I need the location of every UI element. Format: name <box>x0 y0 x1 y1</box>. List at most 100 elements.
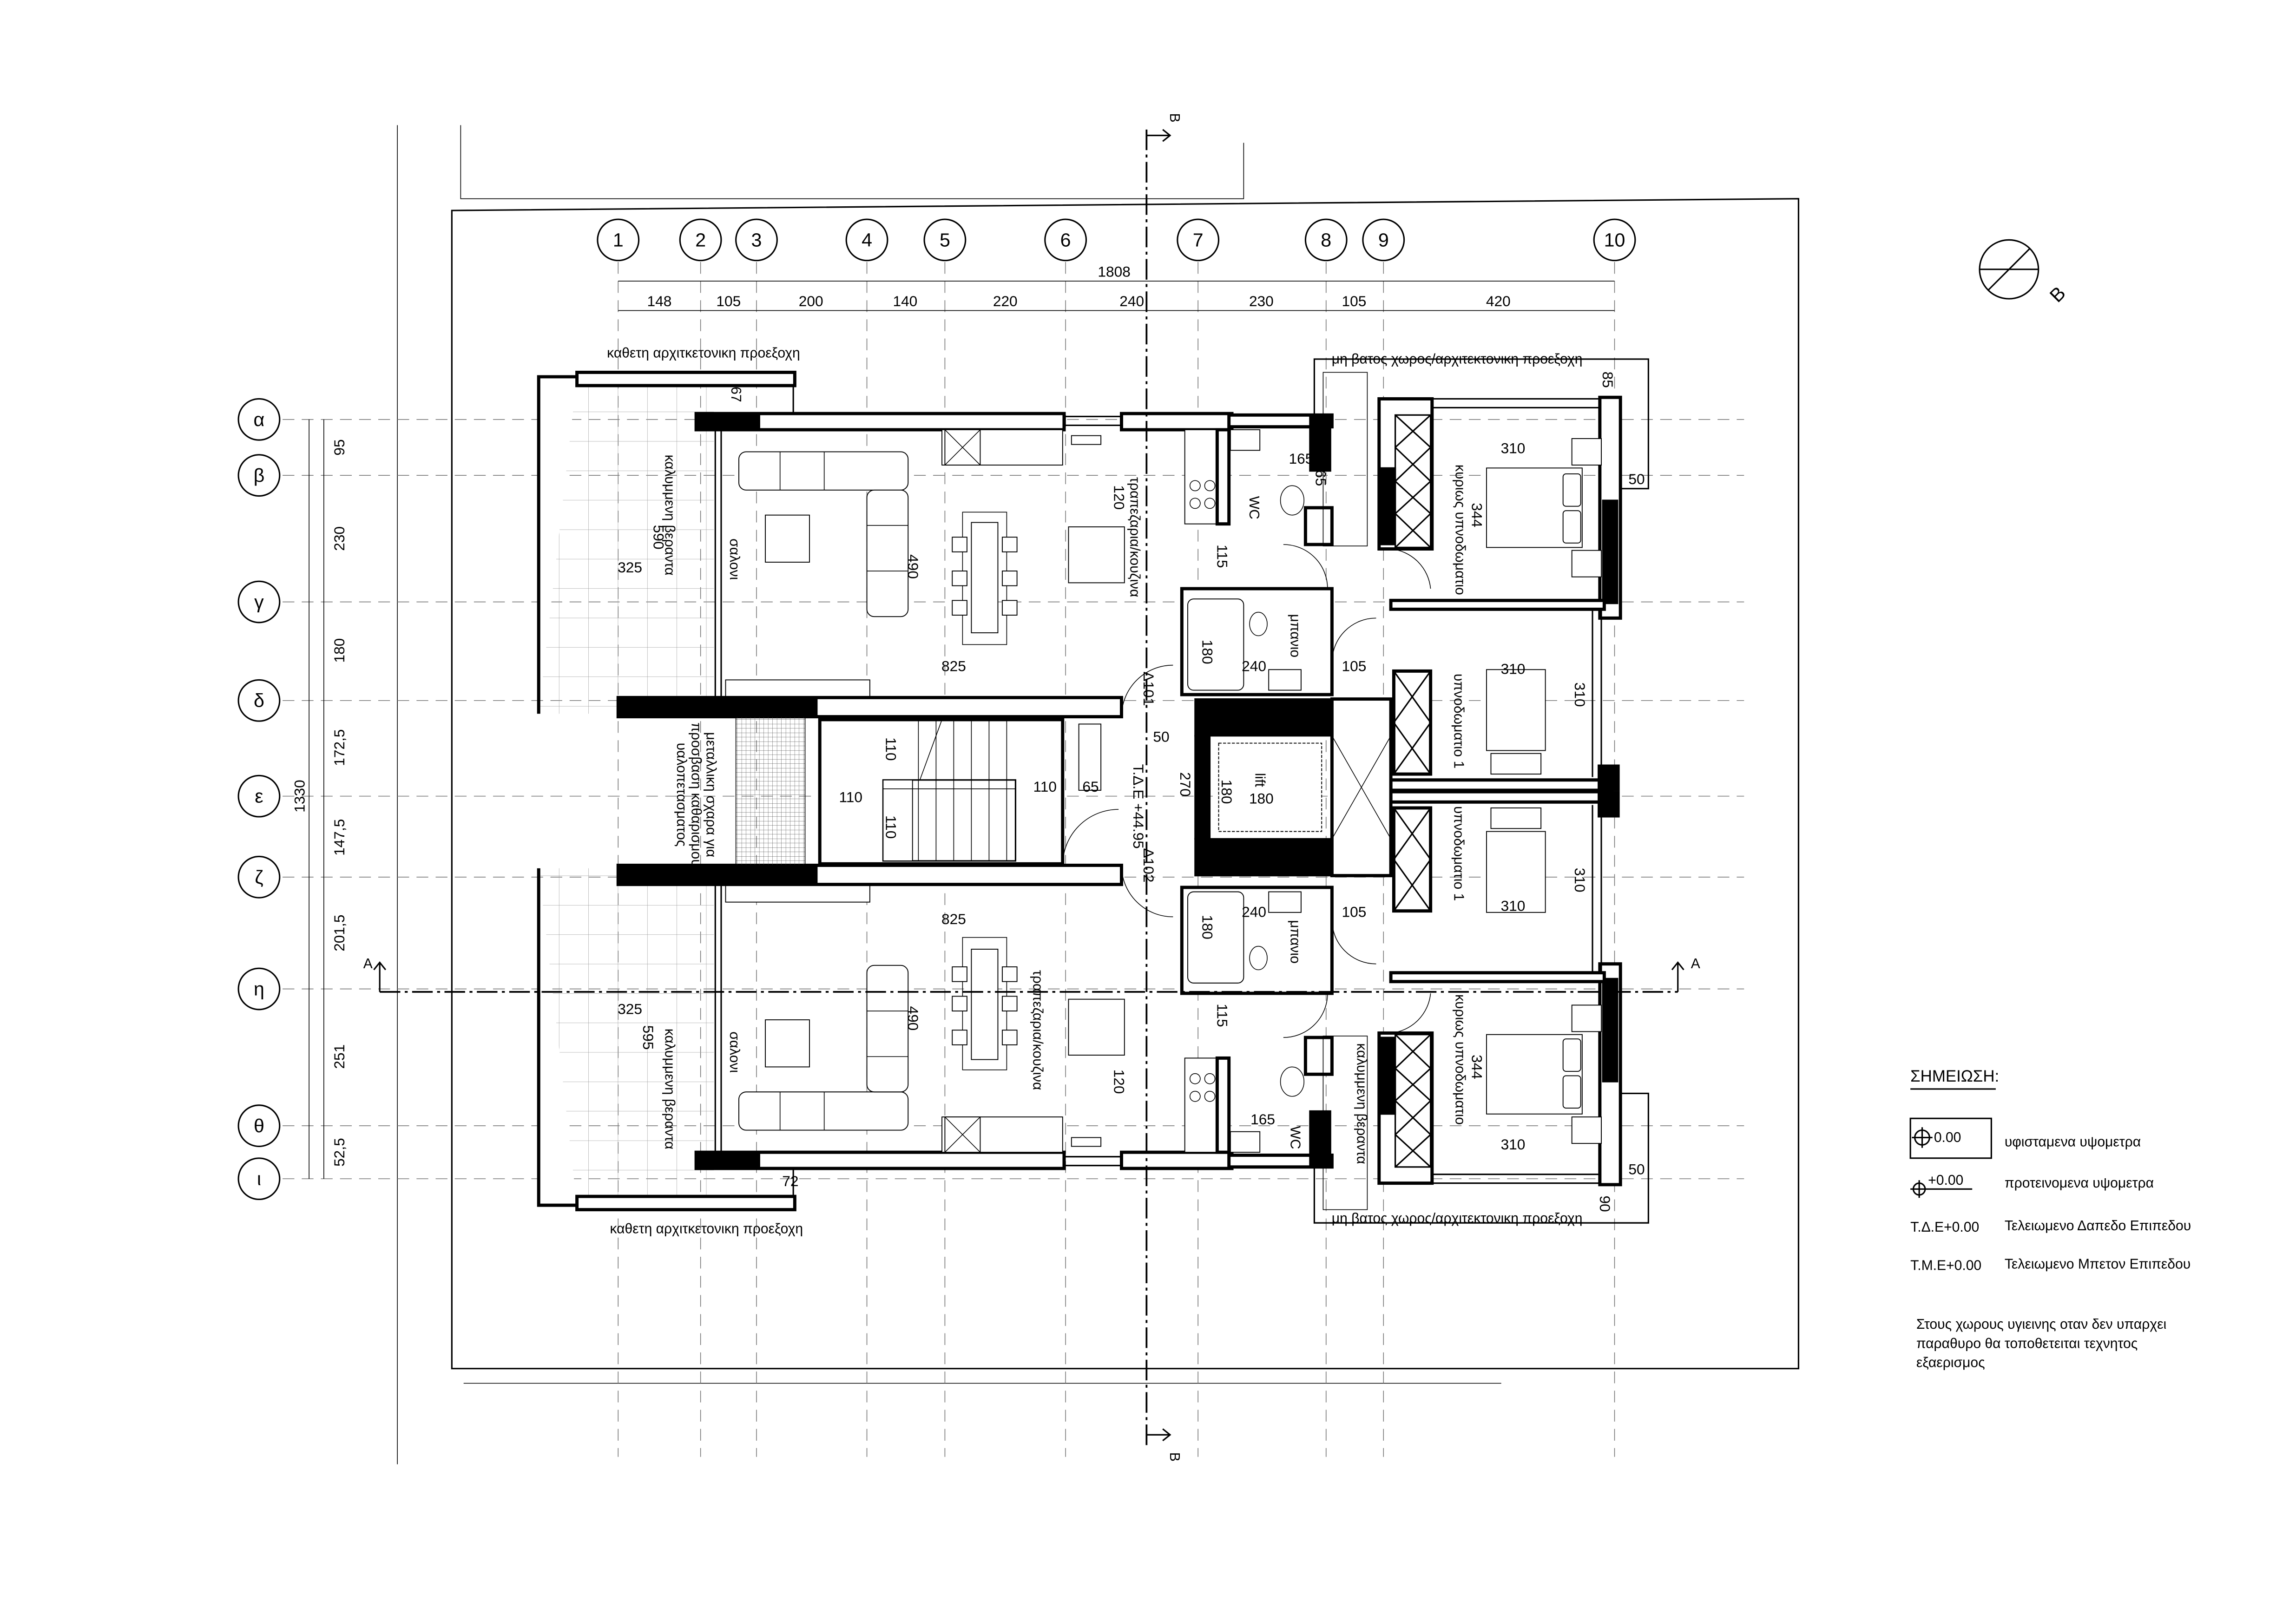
master-bedroom-label: κυριως υπνοδωματιο <box>1452 994 1467 1125</box>
grid-col-1: 1 <box>613 229 624 250</box>
dim: 115 <box>1214 1004 1230 1027</box>
dim: 180 <box>1199 640 1216 664</box>
dim: 325 <box>618 559 642 576</box>
grill-note-line: υαλοπετασματος <box>674 743 689 847</box>
lower-unit-labels: 310 υπνοδωματιο 1 310 180 240 105 μπανιο… <box>610 806 1645 1236</box>
dim-top: 200 <box>799 293 823 309</box>
grid-col-6: 6 <box>1060 229 1071 250</box>
dim-top: 105 <box>1342 293 1367 309</box>
section-line-a: A A <box>363 956 1700 993</box>
grid-col-2: 2 <box>695 229 706 250</box>
dim: 50 <box>1628 471 1645 487</box>
dim: 65 <box>1082 778 1099 795</box>
dim-top: 230 <box>1249 293 1274 309</box>
grid-col-4: 4 <box>862 229 872 250</box>
dim: 310 <box>1501 898 1526 914</box>
grid-column-bubbles <box>597 218 1636 262</box>
dim-top: 105 <box>716 293 741 309</box>
dim: 310 <box>1501 440 1526 457</box>
dim-left: 172,5 <box>331 729 348 766</box>
dim: 310 <box>1501 661 1526 677</box>
dim: 50 <box>1153 728 1169 745</box>
dim: 90 <box>1597 1195 1613 1212</box>
dim: 344 <box>1468 1055 1485 1079</box>
grill-note-line: μεταλλικη σχαρα για <box>703 732 718 857</box>
kitchen-label: τραπεζαρια/κουζινα <box>1030 970 1045 1090</box>
legend-existing-value: 0.00 <box>1934 1130 1961 1145</box>
dim: 110 <box>839 788 862 805</box>
dim-left: 201,5 <box>331 915 348 952</box>
dim-top: 220 <box>993 293 1018 309</box>
core-labels: 50 Τ.Δ.Ε +44.95 270 lift 180 180 Δ102 11… <box>674 722 1274 882</box>
floor-level-tag: Τ.Δ.Ε +44.95 <box>1130 764 1147 849</box>
grid-column-labels: 1 2 3 4 5 6 7 8 9 10 <box>613 229 1625 250</box>
dim: 180 <box>1199 915 1216 939</box>
dim: 105 <box>1342 903 1367 920</box>
bedroom-1-label: υπνοδωματιο 1 <box>1451 806 1466 901</box>
grid-col-5: 5 <box>940 229 950 250</box>
dim-left: 230 <box>331 526 348 551</box>
projection-label: καθετη αρχιτκετονικη προεξοχη <box>610 1221 803 1236</box>
dim: 825 <box>941 657 966 674</box>
dim: 72 <box>782 1173 798 1189</box>
section-line-b: B B <box>1145 113 1182 1462</box>
legend-tde-label: Τελειωμενο Δαπεδο Επιπεδου <box>2005 1218 2191 1234</box>
dim: 105 <box>1342 657 1367 674</box>
dim: 310 <box>1572 683 1588 707</box>
legend-note-line: παραθυρο θα τοποθετειται τεχνητος <box>1916 1336 2138 1351</box>
dim-top: 240 <box>1119 293 1144 309</box>
dim: 110 <box>883 737 900 761</box>
legend-existing-label: υφισταμενα υψομετρα <box>2005 1134 2141 1149</box>
legend-proposed-value: +0.00 <box>1928 1173 1963 1188</box>
top-dimension-chain: 1808 148 105 200 140 220 240 230 105 420 <box>618 263 1615 311</box>
lift-label: lift <box>1252 773 1268 788</box>
section-a-label-right: A <box>1691 956 1700 971</box>
dim-left: 180 <box>331 638 348 663</box>
dim: 165 <box>1250 1111 1275 1128</box>
grid-row-labels: α β γ δ ε ζ η θ ι <box>254 409 265 1189</box>
dim: 120 <box>1111 1070 1128 1094</box>
lift-core <box>1194 697 1393 878</box>
dim: 240 <box>1242 903 1266 920</box>
kitchen-label: τραπεζαρια/κουζινα <box>1127 477 1142 597</box>
dim-left: 95 <box>331 439 348 455</box>
dim: 165 <box>1313 462 1329 486</box>
grid-col-8: 8 <box>1321 229 1331 250</box>
dim: 325 <box>618 1000 642 1017</box>
dim: 110 <box>1033 778 1057 795</box>
site-boundary <box>397 125 1800 1464</box>
dim: 50 <box>1628 1161 1645 1178</box>
non-walkable-label: μη βατος χωρος/αρχιτεκτονικη προεξοχη <box>1332 1211 1583 1226</box>
dim: 310 <box>1572 868 1588 893</box>
upper-unit-labels: καθετη αρχιτκετονικη προεξοχη 67 καλυμμε… <box>607 346 1645 768</box>
dim: 595 <box>640 1025 657 1050</box>
dim: 110 <box>883 815 900 839</box>
dim-top: 140 <box>893 293 917 309</box>
dim: 85 <box>1599 372 1616 388</box>
section-a-label-left: A <box>363 956 373 971</box>
dim-left: 147,5 <box>331 819 348 856</box>
living-room-label: σαλονι <box>727 538 742 580</box>
dim: 490 <box>905 554 921 579</box>
master-bedroom-label: κυριως υπνοδωματιο <box>1452 465 1467 595</box>
veranda-label: καλυμμενη βεραντα <box>1354 1043 1369 1164</box>
grid-row-delta: δ <box>254 690 264 711</box>
dim: 270 <box>1177 772 1194 797</box>
dim: 115 <box>1214 545 1230 568</box>
living-room-label: σαλονι <box>727 1031 742 1073</box>
non-walkable-label: μη βατος χωρος/αρχιτεκτονικη προεξοχη <box>1332 351 1583 367</box>
dim-left: 52,5 <box>331 1138 348 1167</box>
dim: 590 <box>650 525 667 550</box>
bedroom-1-label: υπνοδωματιο 1 <box>1451 674 1466 768</box>
dim: 490 <box>905 1006 921 1030</box>
section-b-label-top: B <box>1167 113 1182 122</box>
grid-col-3: 3 <box>751 229 762 250</box>
grid-row-zeta: ζ <box>255 866 263 888</box>
grid-col-7: 7 <box>1193 229 1204 250</box>
dim: 825 <box>941 911 966 927</box>
grid-row-beta: β <box>254 465 265 486</box>
legend-tme-label: Τελειωμενο Μπετον Επιπεδου <box>2005 1256 2191 1272</box>
stair-core <box>735 716 1119 866</box>
dim: 310 <box>1501 1136 1526 1153</box>
